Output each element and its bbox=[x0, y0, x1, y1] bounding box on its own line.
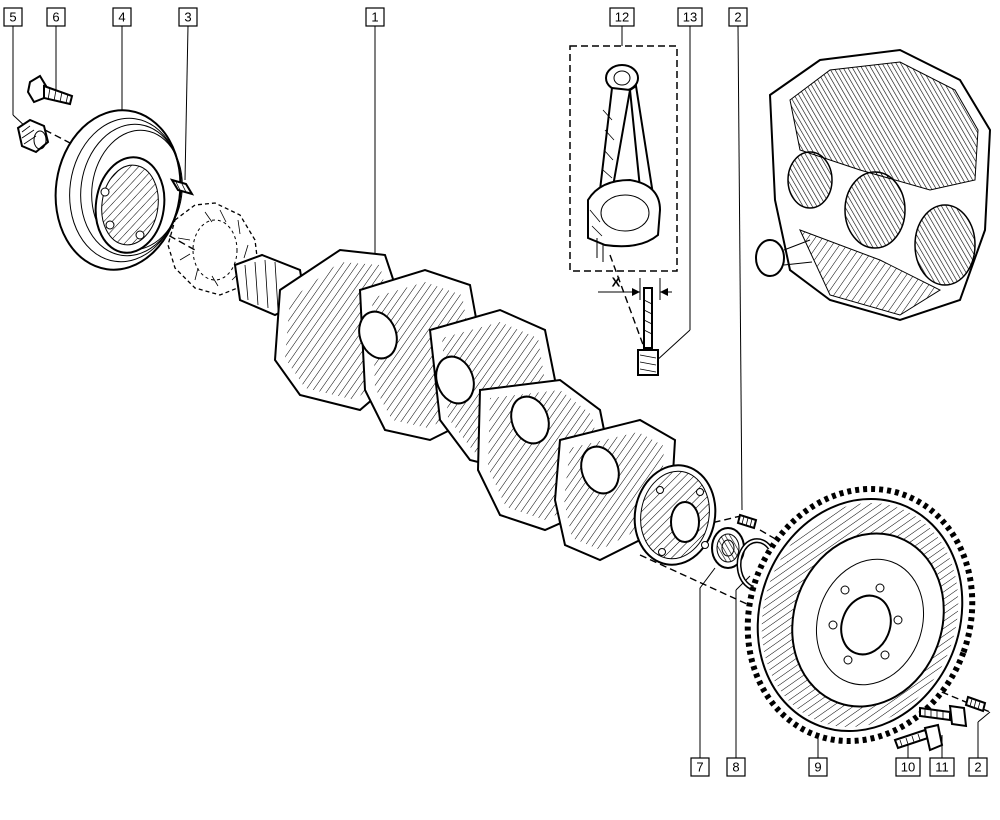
svg-text:3: 3 bbox=[184, 10, 191, 25]
svg-text:1: 1 bbox=[371, 10, 378, 25]
svg-text:6: 6 bbox=[52, 10, 59, 25]
callout-2-top: 2 bbox=[728, 7, 748, 27]
crank-nut bbox=[16, 118, 50, 154]
crankshaft-seal bbox=[711, 527, 745, 569]
svg-text:12: 12 bbox=[615, 10, 629, 25]
callout-4: 4 bbox=[112, 7, 132, 27]
svg-text:7: 7 bbox=[696, 760, 703, 775]
callout-12: 12 bbox=[609, 7, 635, 27]
callout-13: 13 bbox=[677, 7, 703, 27]
rod-bolt bbox=[598, 278, 672, 376]
leader-lines bbox=[12, 25, 991, 758]
callout-6: 6 bbox=[46, 7, 66, 27]
callout-2-bottom: 2 bbox=[968, 757, 988, 777]
dimension-x-label: X bbox=[612, 275, 621, 290]
svg-text:13: 13 bbox=[683, 10, 697, 25]
svg-text:9: 9 bbox=[814, 760, 821, 775]
callout-10: 10 bbox=[895, 757, 921, 777]
pulley-key bbox=[169, 178, 195, 196]
callout-1: 1 bbox=[365, 7, 385, 27]
callout-11: 11 bbox=[929, 757, 955, 777]
dowel-pin-lower bbox=[964, 695, 987, 713]
svg-text:2: 2 bbox=[974, 760, 981, 775]
callout-5: 5 bbox=[3, 7, 23, 27]
callout-9: 9 bbox=[808, 757, 828, 777]
svg-text:5: 5 bbox=[9, 10, 16, 25]
connecting-rod-assembly bbox=[569, 45, 678, 272]
svg-text:4: 4 bbox=[118, 10, 125, 25]
pulley-bolt bbox=[26, 74, 74, 106]
svg-text:10: 10 bbox=[901, 760, 915, 775]
svg-text:11: 11 bbox=[935, 760, 949, 775]
engine-overview bbox=[755, 48, 992, 322]
dowel-pin-upper bbox=[736, 513, 758, 530]
svg-text:8: 8 bbox=[732, 760, 739, 775]
crankshaft bbox=[233, 248, 717, 566]
callout-3: 3 bbox=[178, 7, 198, 27]
flywheel-bolt-10 bbox=[893, 723, 944, 752]
callout-7: 7 bbox=[690, 757, 710, 777]
callout-8: 8 bbox=[726, 757, 746, 777]
flywheel-bolt-11 bbox=[919, 704, 968, 728]
damper-pulley bbox=[54, 109, 183, 271]
flywheel bbox=[744, 485, 976, 745]
svg-text:2: 2 bbox=[734, 10, 741, 25]
